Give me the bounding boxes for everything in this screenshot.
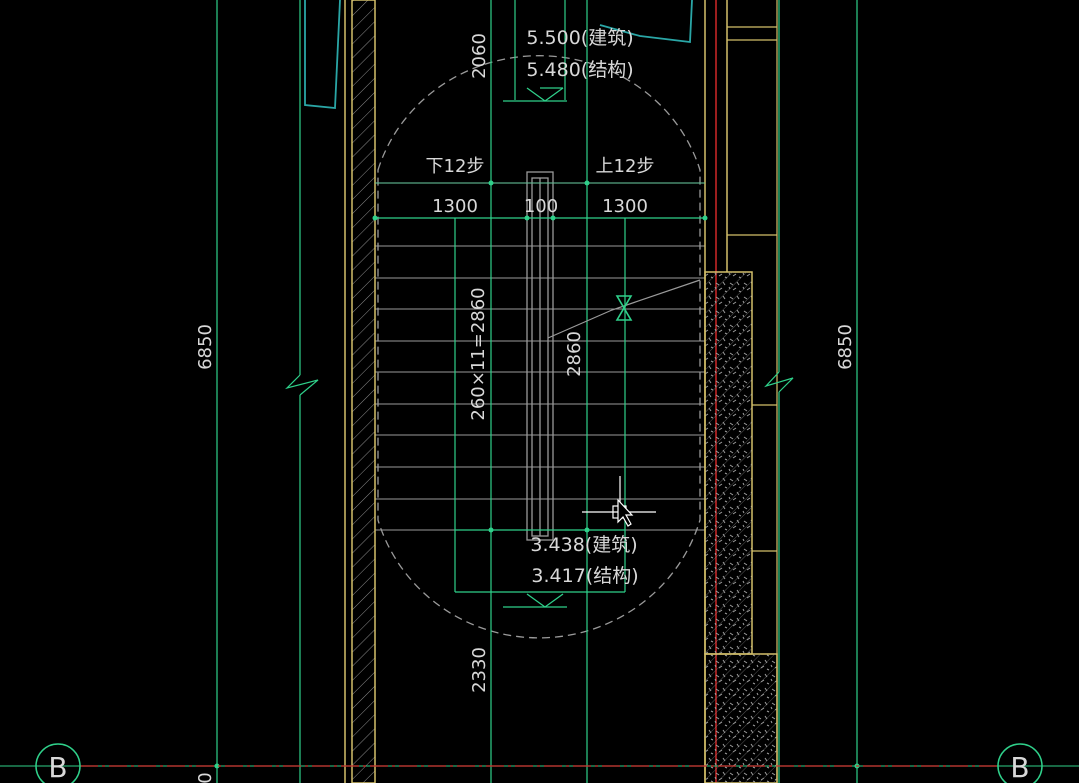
dim-top-landing: 2060 [469, 33, 490, 79]
dim-bottom-landing: 2330 [469, 647, 490, 693]
dim-right-width: 1300 [602, 196, 648, 217]
level-marker-icon [503, 87, 567, 608]
axis-label-left: B [48, 751, 67, 783]
window-mark-right [599, 0, 693, 44]
dim-gap: 100 [524, 196, 558, 217]
window-mark-left [304, 0, 341, 109]
elevation-bottom-struct: 3.417(结构) [531, 565, 638, 587]
dim-overall-left: 6850 [195, 324, 216, 370]
elevation-top-arch: 5.500(建筑) [526, 27, 633, 49]
elevation-top-struct: 5.480(结构) [526, 59, 633, 81]
axis-label-right: B [1010, 751, 1029, 783]
down-steps-label: 下12步 [426, 156, 485, 177]
dim-overall-right: 6850 [835, 324, 856, 370]
dim-run-right: 2860 [564, 331, 585, 377]
dim-run-left: 260×11=2860 [468, 287, 489, 420]
right-wall [704, 0, 778, 783]
crosshair-cursor-icon[interactable] [582, 476, 656, 527]
turning-arc [377, 55, 701, 639]
up-steps-label: 上12步 [596, 156, 655, 177]
axis-bubble-left: B [35, 743, 81, 783]
elevation-bottom-arch: 3.438(建筑) [530, 534, 637, 556]
direction-arrow-icon [547, 279, 701, 339]
left-wall [351, 0, 376, 783]
stair-well [526, 171, 554, 541]
break-line-icon [615, 295, 633, 321]
edge-fragment-label: 0 [195, 772, 216, 783]
dimension-ticks [214, 180, 860, 769]
dim-left-width: 1300 [432, 196, 478, 217]
axis-bubble-right: B [997, 743, 1043, 783]
